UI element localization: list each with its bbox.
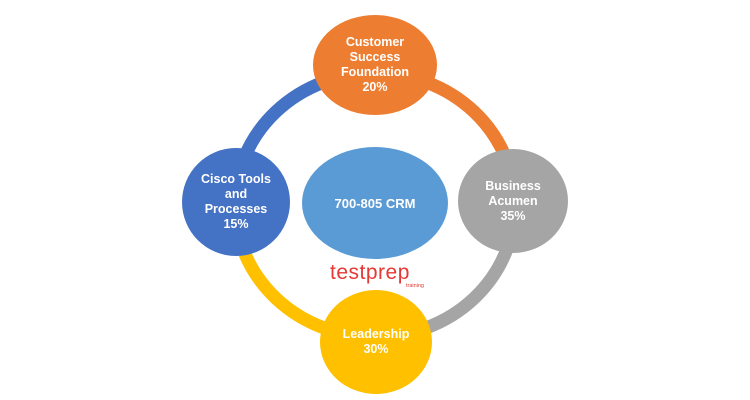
center-label: 700-805 CRM	[334, 195, 416, 211]
node-left-percent: 15%	[223, 217, 249, 231]
node-right-percent: 35%	[500, 208, 526, 223]
node-top-line-1: Customer	[345, 35, 405, 49]
logo-text: testprep	[330, 261, 410, 284]
node-leadership: Leadership 30%	[320, 290, 432, 394]
node-bottom-line-1: Leadership	[342, 327, 410, 341]
node-right-line-1: Business	[485, 178, 541, 193]
center-node: 700-805 CRM	[302, 147, 448, 259]
node-top-line-2: Success	[349, 50, 401, 64]
node-business-acumen: Business Acumen 35%	[458, 149, 568, 253]
logo-subtext: training	[405, 283, 424, 289]
node-customer-success-foundation: Customer Success Foundation 20%	[313, 15, 437, 115]
node-bottom-percent: 30%	[363, 342, 389, 356]
node-top-line-3: Foundation	[340, 65, 410, 79]
node-left-line-1: Cisco Tools	[201, 172, 271, 186]
node-right-line-2: Acumen	[488, 193, 538, 208]
node-top-percent: 20%	[362, 80, 388, 94]
node-cisco-tools-and-processes: Cisco Tools and Processes 15%	[182, 148, 290, 256]
testprep-logo: testprep training	[330, 262, 430, 296]
node-left-line-3: Processes	[204, 202, 268, 216]
node-left-line-2: and	[224, 187, 248, 201]
